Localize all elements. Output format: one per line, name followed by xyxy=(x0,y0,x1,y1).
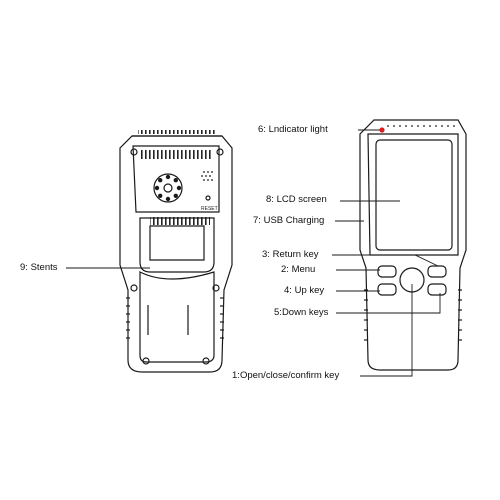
up-key[interactable] xyxy=(377,283,397,296)
label-number: 4 xyxy=(284,285,290,296)
back-body-outline xyxy=(119,135,233,373)
back-upper-panel xyxy=(132,145,220,213)
upper-vent-slots xyxy=(140,150,212,159)
label-separator: : xyxy=(271,194,277,205)
front-bezel xyxy=(367,133,459,256)
down-key[interactable] xyxy=(427,283,447,296)
screw xyxy=(130,284,138,292)
grip-ridges-left xyxy=(126,297,130,339)
leader-down xyxy=(336,293,441,314)
leader-return xyxy=(332,254,439,267)
label-separator: : xyxy=(279,307,282,318)
label-text: LCD screen xyxy=(276,194,327,205)
label-separator: : xyxy=(25,262,31,273)
label-indicator-light: 6: Lndicator light xyxy=(258,124,328,135)
screw xyxy=(130,148,138,156)
label-number: 9 xyxy=(20,262,26,273)
front-body-outline xyxy=(359,119,467,371)
battery-cover xyxy=(139,271,215,363)
label-menu: 2: Menu xyxy=(281,264,315,275)
screw xyxy=(216,148,224,156)
label-text: Up key xyxy=(294,285,325,296)
label-separator: : xyxy=(289,285,295,296)
label-up-key: 4: Up key xyxy=(284,285,324,296)
label-number: 5 xyxy=(274,307,280,318)
screw xyxy=(212,284,220,292)
label-lcd-screen: 8: LCD screen xyxy=(266,194,327,205)
label-number: 7 xyxy=(253,215,259,226)
sensor-holes xyxy=(201,171,213,181)
top-vent-grille xyxy=(132,130,222,137)
label-number: 6 xyxy=(258,124,264,135)
stand-outer xyxy=(139,217,215,273)
label-separator: : xyxy=(258,215,264,226)
lower-vent-slots xyxy=(150,217,210,225)
front-top-vent xyxy=(387,125,455,127)
menu-key[interactable] xyxy=(427,265,447,278)
label-confirm-key: 1:Open/close/confirm key xyxy=(232,370,339,381)
label-text: USB Charging xyxy=(263,215,325,226)
device-back-view xyxy=(119,130,233,373)
grip-ridges-right xyxy=(220,297,224,339)
label-separator: : xyxy=(263,124,269,135)
reset-label: RESET xyxy=(201,206,218,212)
label-text: Stents xyxy=(30,262,58,273)
label-number: 8 xyxy=(266,194,272,205)
label-stents: 9: Stents xyxy=(20,262,58,273)
label-separator: : xyxy=(267,249,273,260)
device-front-view xyxy=(359,119,467,371)
leader-lines xyxy=(66,129,441,377)
label-number: 2 xyxy=(281,264,287,275)
label-separator: : xyxy=(286,264,292,275)
speaker-grille xyxy=(153,173,183,203)
label-text: Menu xyxy=(291,264,316,275)
label-text: Return key xyxy=(272,249,319,260)
screw xyxy=(142,357,150,365)
label-text: Open/close/confirm key xyxy=(239,370,340,381)
label-number: 1 xyxy=(232,370,238,381)
front-grip-right xyxy=(458,289,462,341)
reset-hole xyxy=(205,195,211,201)
front-grip-left xyxy=(364,289,368,341)
label-number: 3 xyxy=(262,249,268,260)
stand-inner xyxy=(149,225,205,261)
label-text: Lndicator light xyxy=(268,124,328,135)
return-key[interactable] xyxy=(377,265,397,278)
label-usb-charging: 7: USB Charging xyxy=(253,215,324,226)
label-text: Down keys xyxy=(281,307,329,318)
leader-confirm xyxy=(360,284,413,377)
label-down-keys: 5:Down keys xyxy=(274,307,328,318)
indicator-light xyxy=(379,127,385,133)
lcd-screen xyxy=(375,139,453,251)
label-separator: : xyxy=(237,370,240,381)
label-return-key: 3: Return key xyxy=(262,249,319,260)
screw xyxy=(202,357,210,365)
